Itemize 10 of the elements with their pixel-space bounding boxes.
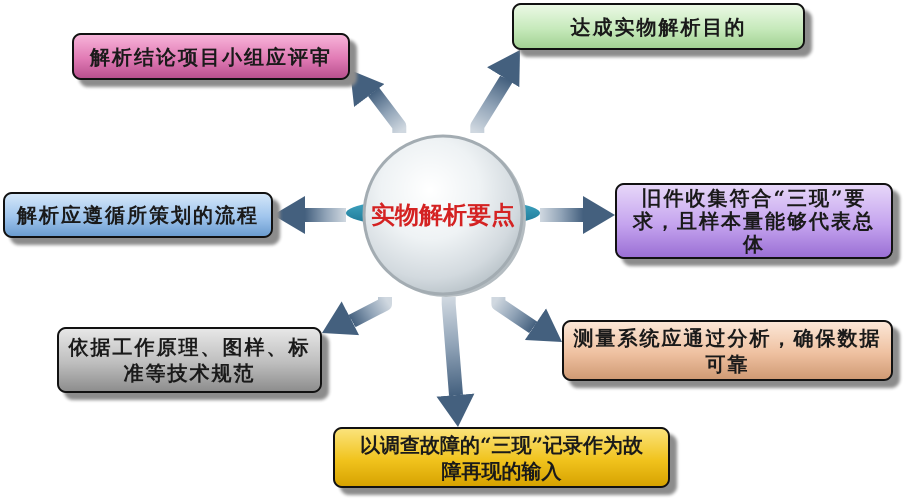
rounded-box: 解析结论项目小组应评审: [72, 33, 350, 80]
rounded-box: 测量系统应通过分析，确保数据可靠: [562, 320, 893, 381]
arrow: [540, 196, 615, 234]
arrow: [273, 196, 346, 234]
rounded-box: 以调查故障的“三现”记录作为故障再现的输入: [333, 427, 670, 488]
rounded-box: 达成实物解析目的: [512, 3, 805, 50]
rounded-box: 依据工作原理、图样、标准等技术规范: [57, 327, 322, 393]
rounded-box: 解析应遵循所策划的流程: [3, 192, 273, 238]
rounded-box: 旧件收集符合“三现”要求，且样本量能够代表总体: [615, 183, 893, 259]
arrow: [436, 297, 474, 427]
